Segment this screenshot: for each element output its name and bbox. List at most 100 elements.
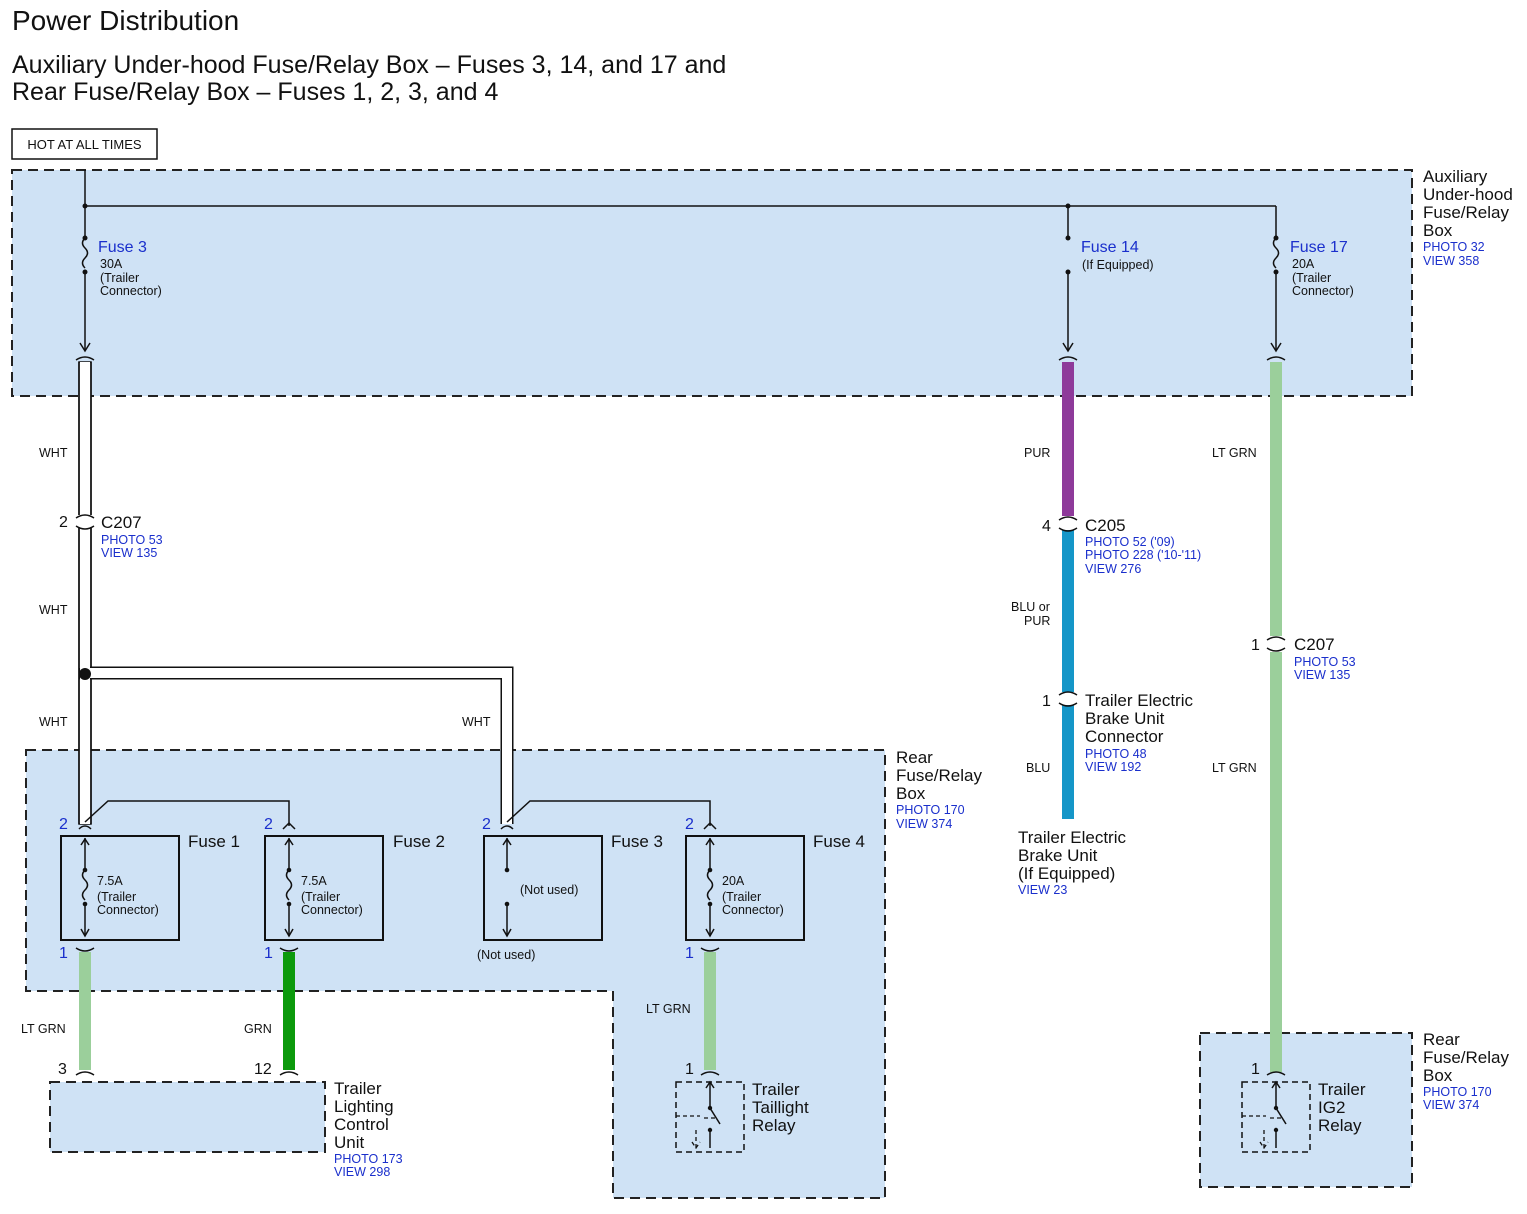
svg-text:PHOTO 170: PHOTO 170 [1423, 1085, 1492, 1099]
svg-text:3: 3 [58, 1061, 67, 1078]
svg-text:1: 1 [685, 1061, 694, 1078]
svg-text:Auxiliary: Auxiliary [1423, 167, 1488, 186]
svg-text:VIEW 374: VIEW 374 [1423, 1098, 1479, 1112]
rear-fuse4: 2 Fuse 4 20A (Trailer Connector) 1 [685, 816, 865, 962]
svg-text:2: 2 [685, 816, 694, 833]
svg-text:Connector): Connector) [97, 903, 159, 917]
svg-text:7.5A: 7.5A [301, 874, 327, 888]
wire-label-lt-grn-4: LT GRN [646, 1002, 691, 1016]
svg-text:Under-hood: Under-hood [1423, 185, 1513, 204]
svg-text:Relay: Relay [752, 1116, 796, 1135]
wire-lt-grn-right-1 [1270, 362, 1282, 636]
svg-text:VIEW 23: VIEW 23 [1018, 883, 1067, 897]
svg-text:Fuse 3: Fuse 3 [611, 832, 663, 851]
aux-power-bus [84, 170, 1276, 207]
svg-text:C205: C205 [1085, 516, 1126, 535]
wire-label-wht-2: WHT [39, 603, 68, 617]
svg-text:PHOTO 32: PHOTO 32 [1423, 240, 1485, 254]
wire-blu [1062, 705, 1074, 819]
aux-underhood-box [11, 169, 1413, 397]
svg-text:VIEW 135: VIEW 135 [1294, 668, 1350, 682]
wire-grn-fuse2 [283, 952, 295, 1070]
svg-text:Taillight: Taillight [752, 1098, 809, 1117]
page-title: Power Distribution [12, 5, 239, 36]
svg-text:Rear: Rear [896, 748, 933, 767]
svg-text:7.5A: 7.5A [97, 874, 123, 888]
wire-label-lt-grn-1: LT GRN [1212, 446, 1257, 460]
svg-text:2: 2 [59, 514, 68, 531]
svg-text:1: 1 [1251, 1061, 1260, 1078]
wire-label-wht-1: WHT [39, 446, 68, 460]
svg-text:(Not used): (Not used) [477, 948, 535, 962]
svg-text:12: 12 [254, 1061, 272, 1078]
svg-text:Connector: Connector [1085, 727, 1164, 746]
svg-text:Lighting: Lighting [334, 1097, 394, 1116]
wire-label-lt-grn-3: LT GRN [21, 1022, 66, 1036]
aux-fuse3: Fuse 3 30A (Trailer Connector) [79, 206, 162, 353]
svg-text:Trailer: Trailer [334, 1079, 382, 1098]
svg-text:Brake Unit: Brake Unit [1018, 846, 1098, 865]
page-subtitle-line1: Auxiliary Under-hood Fuse/Relay Box – Fu… [12, 51, 726, 79]
svg-text:PHOTO 53: PHOTO 53 [101, 533, 163, 547]
rear-fuse2: 2 Fuse 2 7.5A (Trailer Connector) 1 [264, 816, 445, 962]
svg-text:1: 1 [685, 945, 694, 962]
svg-text:2: 2 [264, 816, 273, 833]
wire-pur [1062, 362, 1074, 516]
svg-text:VIEW 276: VIEW 276 [1085, 562, 1141, 576]
svg-text:Fuse 1: Fuse 1 [188, 832, 240, 851]
svg-text:(Trailer: (Trailer [301, 890, 340, 904]
svg-text:Fuse 3: Fuse 3 [98, 239, 147, 256]
svg-text:Rear: Rear [1423, 1030, 1460, 1049]
svg-text:20A: 20A [1292, 257, 1315, 271]
svg-text:C207: C207 [101, 513, 142, 532]
svg-text:C207: C207 [1294, 635, 1335, 654]
svg-text:Fuse/Relay: Fuse/Relay [896, 766, 982, 785]
svg-text:IG2: IG2 [1318, 1098, 1345, 1117]
svg-text:Box: Box [896, 784, 926, 803]
wht-splice-point [79, 668, 91, 680]
svg-text:Fuse 2: Fuse 2 [393, 832, 445, 851]
svg-text:PHOTO 228 ('10-'11): PHOTO 228 ('10-'11) [1085, 548, 1201, 562]
connector-trailer-brake: 1 Trailer Electric Brake Unit Connector … [1042, 691, 1193, 774]
svg-text:Box: Box [1423, 221, 1453, 240]
wire-label-lt-grn-2: LT GRN [1212, 761, 1257, 775]
svg-text:PHOTO 173: PHOTO 173 [334, 1152, 403, 1166]
aux-fuse14: Fuse 14 (If Equipped) [1062, 206, 1154, 353]
svg-text:2: 2 [59, 816, 68, 833]
svg-text:Unit: Unit [334, 1133, 365, 1152]
svg-text:VIEW 135: VIEW 135 [101, 546, 157, 560]
svg-text:VIEW 298: VIEW 298 [334, 1165, 390, 1179]
trailer-electric-brake-unit: Trailer Electric Brake Unit (If Equipped… [1018, 828, 1126, 897]
svg-text:(Trailer: (Trailer [97, 890, 136, 904]
svg-text:(If Equipped): (If Equipped) [1018, 864, 1115, 883]
svg-text:Box: Box [1423, 1066, 1453, 1085]
svg-text:VIEW 192: VIEW 192 [1085, 760, 1141, 774]
trailer-lighting-control-unit-box [49, 1081, 326, 1153]
rear-fuse-relay-box-right [1199, 1032, 1413, 1188]
svg-text:30A: 30A [100, 257, 123, 271]
svg-text:Fuse/Relay: Fuse/Relay [1423, 203, 1509, 222]
svg-text:Connector): Connector) [1292, 284, 1354, 298]
wire-label-grn: GRN [244, 1022, 272, 1036]
rear-fuse3: 2 Fuse 3 (Not used) (Not used) [477, 816, 663, 962]
svg-text:Connector): Connector) [722, 903, 784, 917]
svg-text:4: 4 [1042, 518, 1051, 535]
svg-text:(If Equipped): (If Equipped) [1082, 258, 1154, 272]
wire-label-blu-or-pur-2: PUR [1024, 614, 1050, 628]
svg-text:Fuse 17: Fuse 17 [1290, 239, 1348, 256]
wire-label-wht-4: WHT [462, 715, 491, 729]
rear-box-label: Rear Fuse/Relay Box PHOTO 170 VIEW 374 [896, 748, 982, 831]
page-subtitle-line2: Rear Fuse/Relay Box – Fuses 1, 2, 3, and… [12, 78, 498, 106]
wire-blu-or-pur [1062, 530, 1074, 692]
wire-label-blu: BLU [1026, 761, 1050, 775]
wire-lt-grn-right-2 [1270, 652, 1282, 1072]
connector-c205: 4 C205 PHOTO 52 ('09) PHOTO 228 ('10-'11… [1042, 516, 1201, 576]
rear-fuse1: 2 Fuse 1 7.5A (Trailer Connector) 1 [59, 816, 240, 962]
aux-fuse17: Fuse 17 20A (Trailer Connector) [1270, 206, 1354, 353]
svg-text:1: 1 [1042, 693, 1051, 710]
trailer-ig2-relay: 1 Trailer IG2 Relay [1241, 1061, 1366, 1153]
svg-text:2: 2 [482, 816, 491, 833]
svg-text:Fuse/Relay: Fuse/Relay [1423, 1048, 1509, 1067]
svg-text:PHOTO 48: PHOTO 48 [1085, 747, 1147, 761]
